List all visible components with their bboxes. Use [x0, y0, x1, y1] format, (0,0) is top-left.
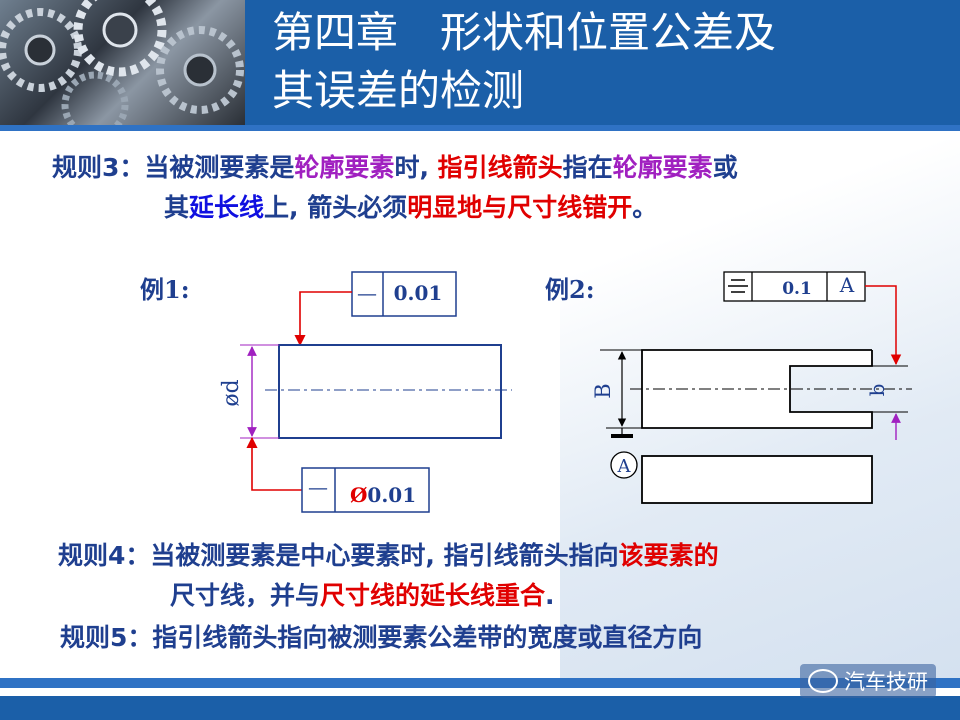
leader-line-top — [294, 291, 352, 347]
datum-triangle-base — [611, 434, 633, 438]
rule-3-text: 。 — [632, 193, 658, 222]
feature-control-frame-top — [351, 271, 457, 317]
tolerance-value-bottom: Ø0.01 — [350, 483, 416, 507]
example-2-label: 例2: — [545, 275, 595, 304]
datum-circle — [610, 451, 638, 479]
datum-reference: A — [839, 273, 855, 297]
title-line-1: 第四章 形状和位置公差及 — [272, 8, 777, 57]
dimension-label-b: b — [865, 384, 889, 397]
rule-5-text: 指引线箭头指向被测要素公差带的宽度或直径方向 — [152, 623, 703, 652]
rule-3-text: 当被测要素是 — [144, 153, 295, 182]
leader-line-bottom — [246, 436, 302, 491]
footer-bar — [0, 696, 960, 720]
example-1-drawing: — 0.01 ød — Ø0.01 — [219, 271, 512, 513]
rule-4-label: 规则4： — [58, 541, 151, 570]
dimension-label-B: B — [591, 383, 615, 398]
symmetry-symbol-icon — [728, 279, 748, 293]
leader-line — [865, 285, 902, 366]
rule-5-label: 规则5： — [60, 623, 153, 652]
datum-part-outline — [641, 455, 873, 504]
rule-3-text: 其 — [164, 193, 190, 222]
straightness-symbol: — — [357, 281, 377, 305]
rule-4-text: 当被测要素是中心要素时, 指引线箭头指向 — [150, 541, 619, 570]
diameter-label: ød — [219, 379, 244, 406]
wechat-icon — [808, 669, 838, 693]
rule-3-text: 或 — [712, 153, 738, 182]
title-line-2: 其误差的检测 — [272, 66, 525, 115]
rule-4-text: 尺寸线，并与 — [170, 581, 321, 610]
watermark-text: 汽车技研 — [844, 670, 928, 694]
rule-3-highlight-offset: 明显地与尺寸线错开 — [407, 193, 633, 222]
header-bar: 第四章 形状和位置公差及 其误差的检测 — [0, 0, 960, 125]
page-title: 第四章 形状和位置公差及 其误差的检测 — [272, 4, 932, 120]
tolerance-value: 0.1 — [782, 279, 812, 299]
rule-3-highlight-extension: 延长线 — [189, 193, 265, 222]
rule-5: 规则5：指引线箭头指向被测要素公差带的宽度或直径方向 — [60, 618, 940, 658]
feature-control-frame-bottom — [301, 467, 430, 513]
datum-circle-label: A — [617, 456, 632, 477]
rule-3-text: 时, — [394, 153, 438, 182]
example-1-label: 例1: — [140, 275, 190, 304]
rule-4-highlight: 尺寸线的延长线重合 — [320, 581, 546, 610]
shaft-outline — [278, 344, 502, 439]
gears-illustration — [0, 0, 244, 125]
rule-4-highlight: 该要素的 — [618, 541, 719, 570]
wechat-watermark: 汽车技研 — [800, 664, 936, 698]
rule-3-highlight-contour: 轮廓要素 — [612, 153, 713, 182]
header-underline — [0, 125, 960, 131]
rule-3-text: 指在 — [562, 153, 613, 182]
rule-4: 规则4：当被测要素是中心要素时, 指引线箭头指向该要素的 尺寸线，并与尺寸线的延… — [58, 536, 938, 616]
straightness-symbol: — — [308, 475, 328, 499]
example-2-drawing: 0.1 A B b A — [591, 271, 912, 504]
rule-3-highlight-contour: 轮廓要素 — [294, 153, 395, 182]
rule-3-highlight-leader: 指引线箭头 — [437, 153, 563, 182]
footer-band — [0, 678, 960, 688]
rule-3: 规则3：当被测要素是轮廓要素时, 指引线箭头指在轮廓要素或 其延长线上, 箭头必… — [52, 148, 942, 228]
rule-4-text: . — [545, 581, 555, 610]
gears-image — [0, 0, 245, 125]
rule-3-text: 上, 箭头必须 — [264, 193, 408, 222]
rule-3-label: 规则3： — [52, 153, 145, 182]
tolerance-value-top: 0.01 — [394, 281, 443, 305]
